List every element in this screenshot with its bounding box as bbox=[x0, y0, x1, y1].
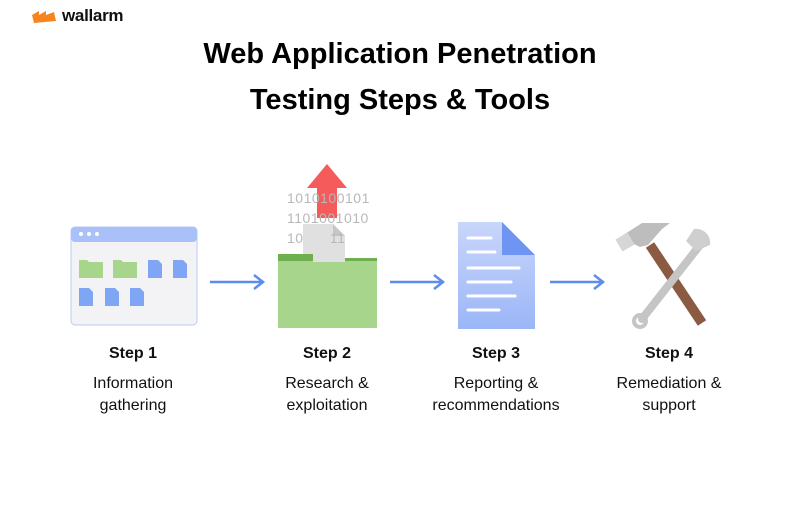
step-label: Step 1 bbox=[108, 345, 157, 362]
step-label: Step 3 bbox=[471, 345, 520, 362]
binary-line: 1010100101 bbox=[287, 190, 370, 206]
step-description: Information gathering bbox=[33, 373, 233, 417]
binary-text: 1010100101 1101001010 10 11 bbox=[287, 188, 370, 248]
desc-line: recommendations bbox=[432, 397, 560, 414]
page-title-line2: Testing Steps & Tools bbox=[249, 84, 551, 116]
desc-line: Research & bbox=[285, 375, 369, 392]
desc-line: Information bbox=[92, 375, 174, 392]
brand-name: wallarm bbox=[62, 6, 124, 25]
wallarm-logo-icon bbox=[32, 11, 56, 23]
browser-files-icon bbox=[70, 226, 198, 326]
desc-line: exploitation bbox=[286, 397, 368, 414]
binary-line: 10 11 bbox=[287, 230, 346, 246]
desc-line: Remediation & bbox=[616, 375, 722, 392]
desc-line: Reporting & bbox=[453, 375, 539, 392]
step-description: Reporting & recommendations bbox=[396, 373, 596, 417]
page-title-line1: Web Application Penetration bbox=[203, 38, 597, 70]
desc-line: support bbox=[642, 397, 696, 414]
arrow-right-icon bbox=[390, 274, 446, 290]
hammer-wrench-icon bbox=[615, 223, 711, 329]
document-icon bbox=[458, 222, 535, 329]
binary-line: 1101001010 bbox=[287, 210, 369, 226]
folder-upload-icon bbox=[278, 164, 377, 328]
arrow-right-icon bbox=[210, 274, 266, 290]
step-description: Remediation & support bbox=[569, 373, 769, 417]
step-description: Research & exploitation bbox=[227, 373, 427, 417]
arrow-right-icon bbox=[550, 274, 606, 290]
wallarm-logo: wallarm bbox=[32, 6, 124, 26]
desc-line: gathering bbox=[99, 397, 167, 414]
step-label: Step 2 bbox=[302, 345, 351, 362]
step-label: Step 4 bbox=[644, 345, 693, 362]
